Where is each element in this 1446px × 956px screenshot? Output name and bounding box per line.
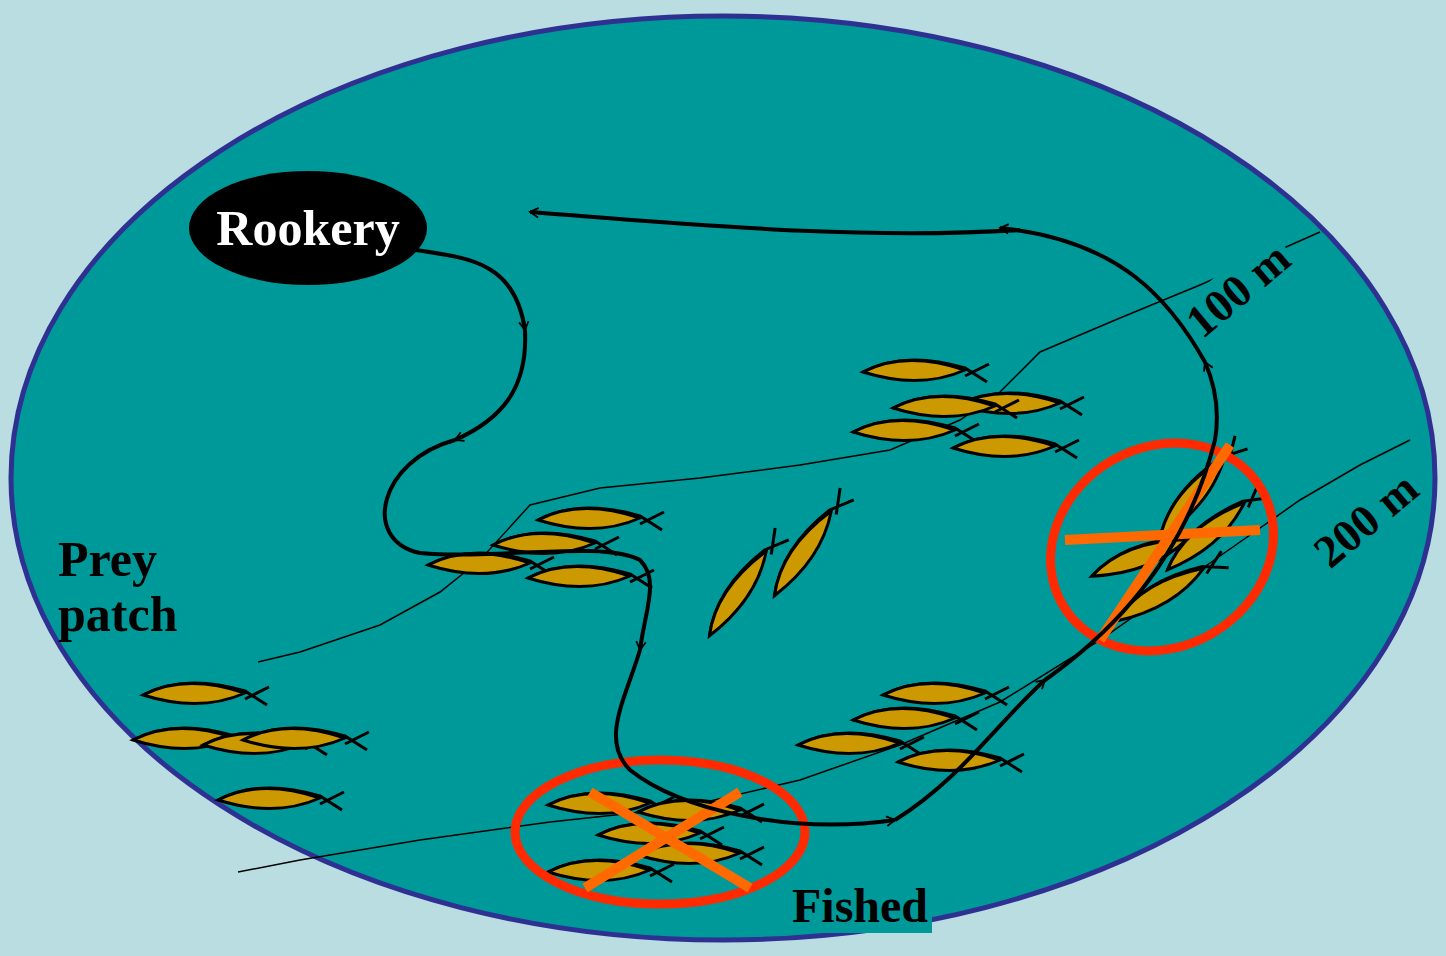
prey-patch [428, 508, 664, 588]
sea-region [11, 16, 1435, 940]
rookery-oval: Rookery [188, 170, 428, 286]
fished-patch [1012, 403, 1311, 691]
patch-label: Prey patch [58, 532, 208, 642]
node-text: Rookery [216, 203, 399, 253]
fished-patch [515, 760, 805, 904]
prey-patch [700, 486, 855, 642]
prey-patch [133, 683, 369, 810]
depth-label: 100 m [1173, 230, 1303, 350]
depth-contour [238, 440, 1410, 872]
fished-label: Fished [788, 880, 932, 933]
foraging-route [385, 212, 1217, 824]
prey-patch [798, 683, 1024, 772]
prey-patch [853, 360, 1084, 458]
depth-label: 200 m [1301, 460, 1431, 580]
